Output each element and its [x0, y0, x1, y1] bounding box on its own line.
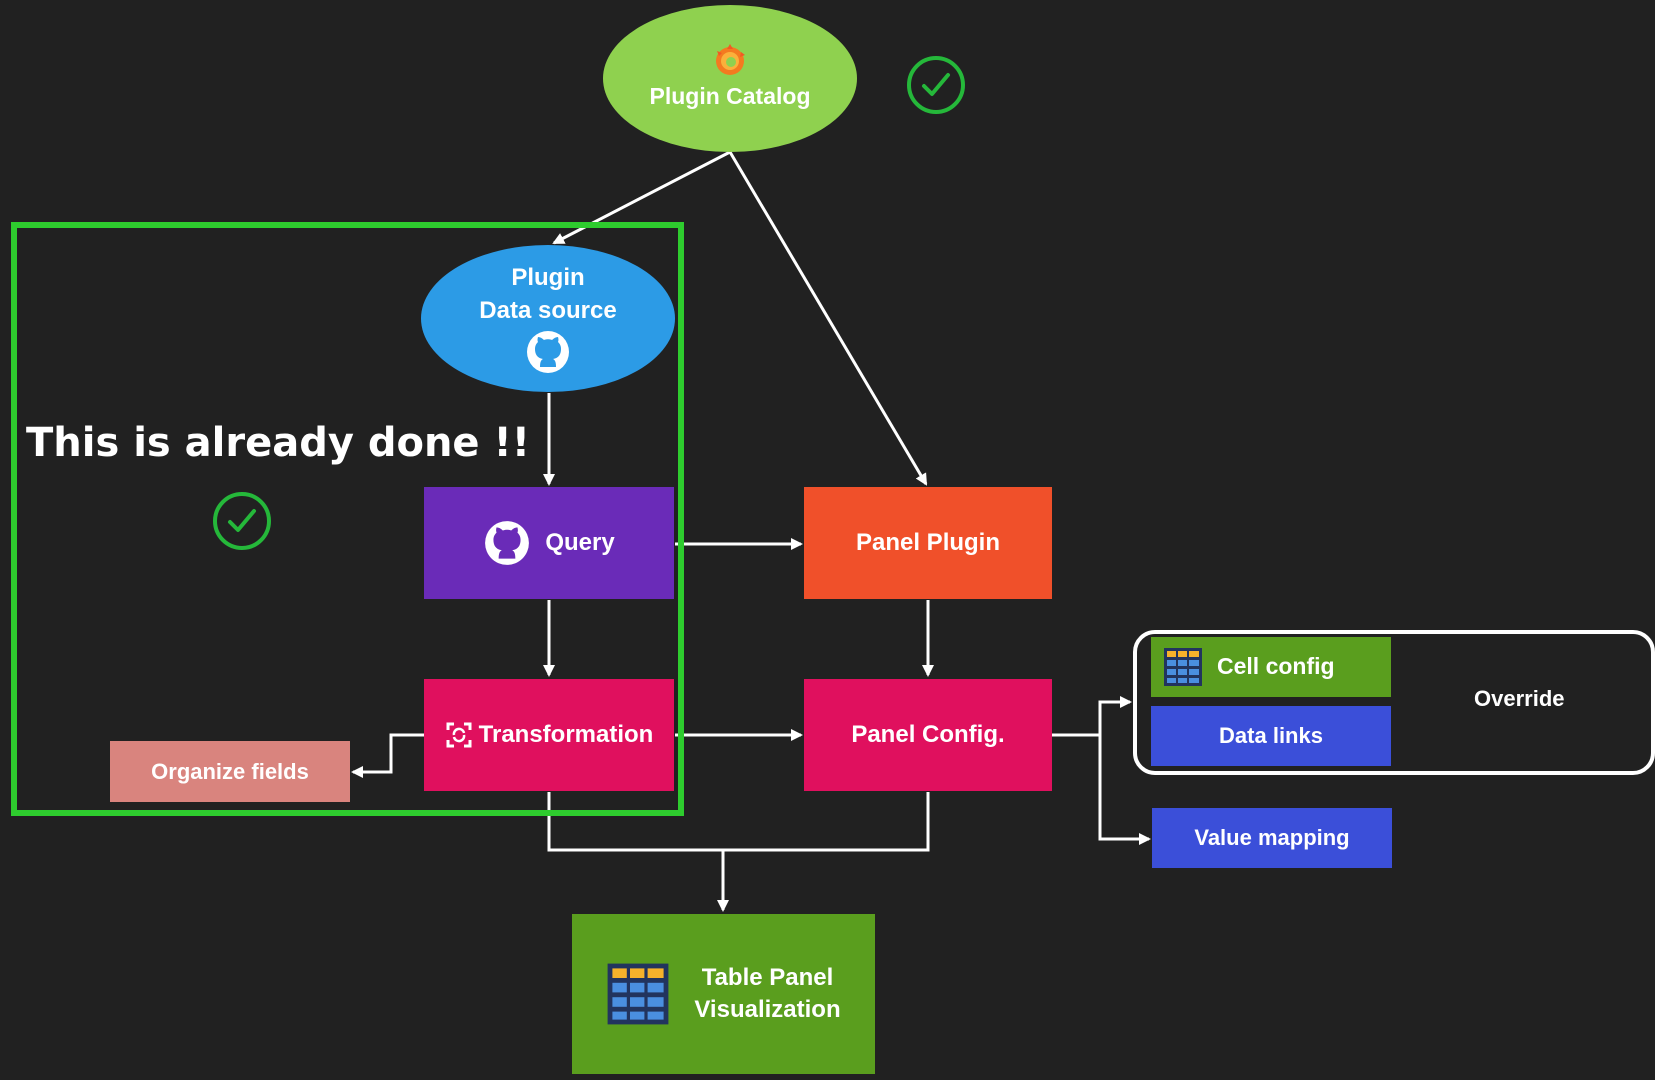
- grafana-logo-icon: [710, 41, 750, 81]
- plugin-datasource-label-1: Plugin: [511, 264, 585, 292]
- panel-config-node: Panel Config.: [804, 679, 1052, 791]
- value-mapping-label: Value mapping: [1194, 825, 1350, 851]
- table-panel-node: Table Panel Visualization: [572, 914, 875, 1074]
- data-links-node: Data links: [1151, 706, 1391, 766]
- override-label: Override: [1474, 686, 1565, 711]
- panel-plugin-label: Panel Plugin: [855, 528, 1001, 556]
- organize-fields-label: Organize fields: [151, 758, 309, 784]
- query-node: Query: [424, 487, 674, 599]
- value-mapping-node: Value mapping: [1152, 808, 1392, 868]
- plugin-catalog-node: Plugin Catalog: [603, 5, 857, 152]
- plugin-datasource-label-2: Data source: [479, 296, 617, 324]
- plugin-catalog-label: Plugin Catalog: [649, 82, 811, 109]
- transformation-label: Transformation: [478, 720, 654, 748]
- plugin-datasource-node: Plugin Data source: [421, 245, 675, 392]
- edge-catalog-panelplugin: [728, 151, 928, 486]
- table-panel-text: Table Panel Visualization: [694, 962, 840, 1027]
- table-icon: [1163, 647, 1203, 687]
- transform-icon: [445, 721, 473, 749]
- github-icon: [483, 519, 531, 567]
- data-links-label: Data links: [1219, 723, 1323, 749]
- cell-config-label: Cell config: [1217, 653, 1335, 680]
- check-icon: [907, 56, 965, 114]
- query-label: Query: [545, 528, 615, 556]
- panel-plugin-node: Panel Plugin: [804, 487, 1052, 599]
- table-icon: [606, 962, 670, 1026]
- cell-config-node: Cell config: [1151, 637, 1391, 697]
- edge-merge-left: [547, 792, 930, 852]
- table-panel-label-1: Table Panel: [701, 963, 834, 991]
- transformation-node: Transformation: [424, 679, 674, 791]
- override-group-frame: [1133, 630, 1655, 775]
- annotation-text: This is already done !!: [26, 420, 530, 466]
- panel-config-label: Panel Config.: [851, 720, 1005, 748]
- edge-transformation-organize: [351, 733, 424, 778]
- organize-fields-node: Organize fields: [110, 741, 350, 802]
- edge-panelconfig-valuemapping: [1098, 735, 1151, 845]
- table-panel-label-2: Visualization: [694, 996, 841, 1023]
- edge-panelconfig-override: [1052, 696, 1132, 737]
- github-icon: [525, 329, 571, 375]
- done-region-frame: [11, 222, 684, 816]
- check-icon: [213, 492, 271, 550]
